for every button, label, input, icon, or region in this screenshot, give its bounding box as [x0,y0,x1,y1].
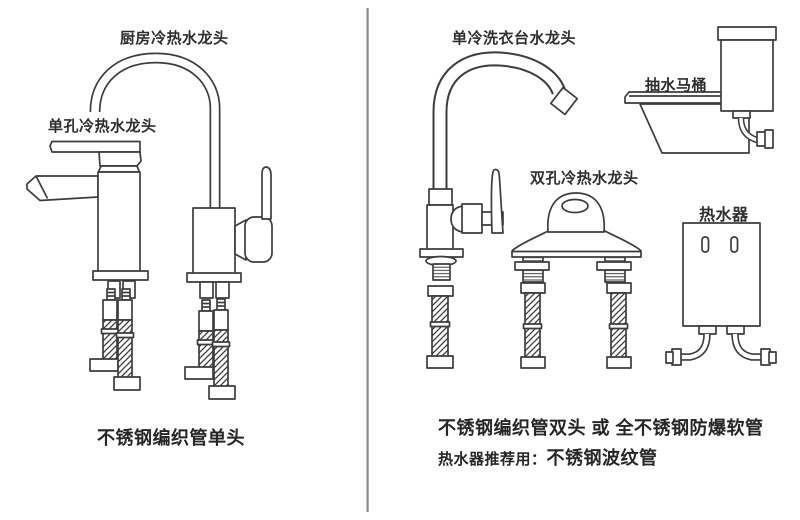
double-hole-faucet-figure [511,192,642,369]
faucet-skirt [511,230,642,258]
toilet-seat [624,91,734,104]
dome-opening [561,198,589,214]
kitchen-faucet-figure [89,52,273,400]
corrugated-pipe [665,333,711,366]
water-heater-label: 热水器 [699,207,749,224]
corrugated-pipe [731,333,777,366]
toilet-figure [624,26,777,154]
water-heater-figure [665,222,777,366]
toilet-tank-lid [717,26,777,41]
braided-hose [113,288,141,391]
panel-divider [366,8,369,512]
braided-hose [208,298,236,400]
single-hole-faucet-figure [26,140,149,391]
heater-body [682,222,761,327]
faucet-base [92,270,149,281]
right-caption-line2-prefix: 热水器推荐用： [438,451,547,468]
right-caption-line2-main: 不锈钢波纹管 [546,448,658,468]
spout-nozzle [549,86,579,116]
laundry-faucet-label: 单冷洗衣台水龙头 [452,30,577,47]
braided-hose [89,288,120,372]
faucet-handle [49,140,142,173]
toilet-tank [720,39,774,112]
gooseneck-spout [432,51,579,192]
kitchen-faucet-label: 厨房冷热水龙头 [120,30,229,47]
faucet-body [426,204,454,251]
faucet-base [186,272,242,283]
double-hole-faucet-label: 双孔冷热水龙头 [530,170,639,187]
laundry-faucet-figure [419,51,579,369]
toilet-label: 抽水马桶 [645,77,708,94]
braided-hose [426,285,454,369]
supply-hose [737,117,774,149]
faucet-handle [234,166,273,263]
braided-hose [606,282,632,369]
right-caption-line1: 不锈钢编织管双头 或 全不锈钢防爆软管 [438,418,764,438]
faucet-body [97,171,141,273]
faucet-handle [450,168,504,234]
single-hole-faucet-label: 单孔冷热水龙头 [48,118,157,135]
braided-hose [184,299,216,380]
gooseneck-spout [89,52,221,212]
toilet-bowl [639,103,750,154]
faucet-body [192,207,236,275]
faucet-spout [26,175,99,202]
left-caption: 不锈钢编织管单头 [97,428,245,448]
braided-hose [520,282,546,369]
right-caption-line2: 热水器推荐用：不锈钢波纹管 [438,448,658,469]
